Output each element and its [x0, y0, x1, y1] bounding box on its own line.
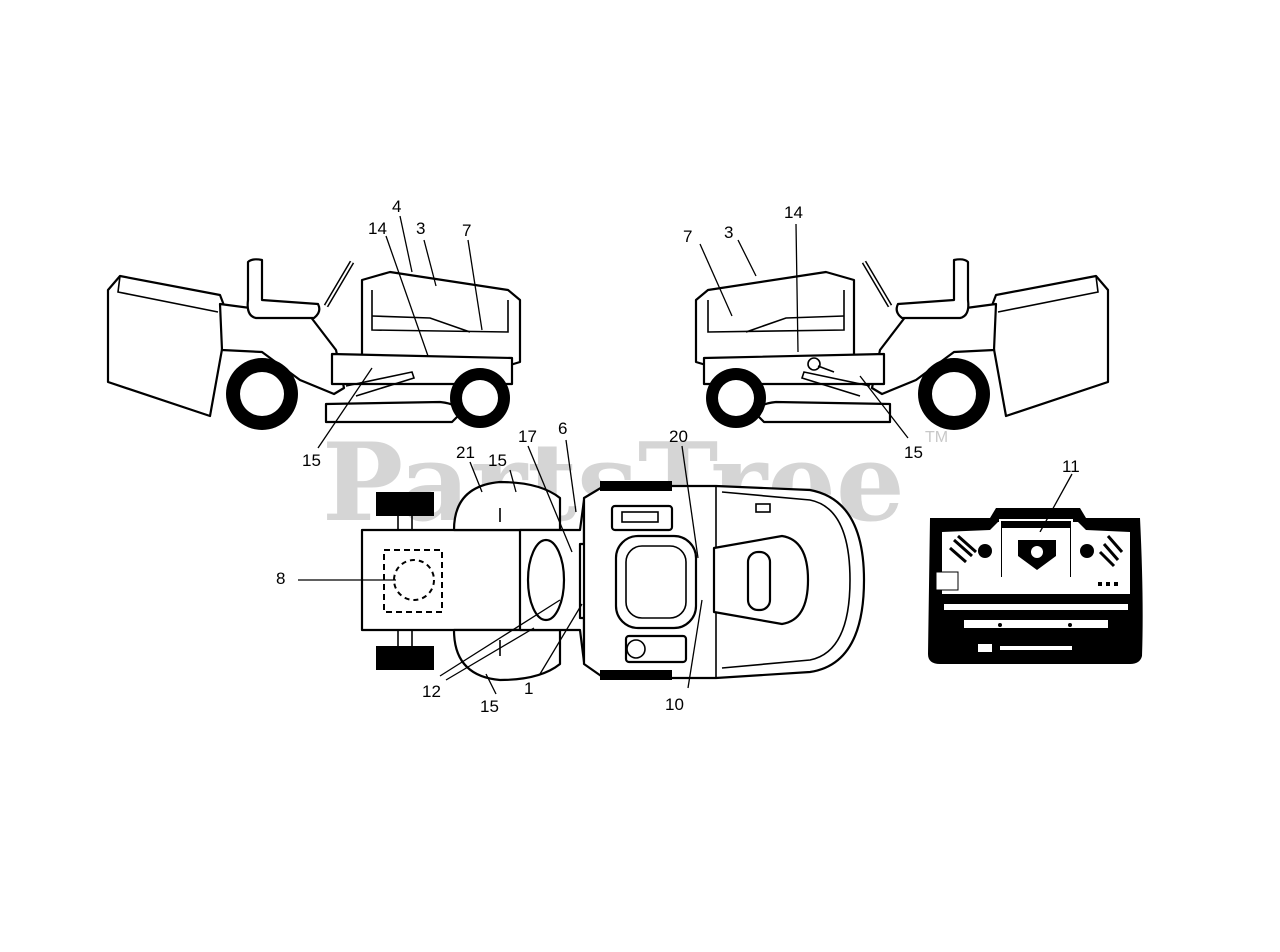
callout-20: 20 — [669, 427, 688, 446]
control-panel-decal: 11 — [928, 457, 1143, 664]
mower-deck — [324, 400, 462, 424]
callout-6: 6 — [558, 419, 567, 438]
right-side-view: 7 3 14 15 — [683, 203, 1110, 462]
rear-fender — [218, 302, 346, 396]
callout-17: 17 — [518, 427, 537, 446]
hood — [360, 270, 522, 370]
callout-15-bottom: 15 — [480, 697, 499, 716]
callout-1: 1 — [524, 679, 533, 698]
callout-14-right: 14 — [784, 203, 803, 222]
callout-11: 11 — [1062, 457, 1080, 476]
callout-8: 8 — [276, 569, 285, 588]
callout-3: 3 — [416, 219, 425, 238]
callout-14: 14 — [368, 219, 387, 238]
collector-bag-right — [986, 274, 1110, 418]
left-side-view: 4 14 3 7 15 — [106, 197, 522, 470]
callout-7-right: 7 — [683, 227, 692, 246]
callout-15-right: 15 — [904, 443, 923, 462]
hood-right — [694, 270, 856, 370]
watermark-trademark: TM — [925, 429, 948, 446]
collector-bag — [106, 274, 230, 418]
callout-15: 15 — [302, 451, 321, 470]
right-fender-top — [452, 628, 562, 682]
callout-10: 10 — [665, 695, 684, 714]
callout-21: 21 — [456, 443, 475, 462]
callout-4: 4 — [392, 197, 401, 216]
seat-right — [895, 258, 970, 320]
callout-7: 7 — [462, 221, 471, 240]
callout-3-right: 3 — [724, 223, 733, 242]
left-fender-top — [452, 480, 562, 532]
callout-15-top: 15 — [488, 451, 507, 470]
callout-12: 12 — [422, 682, 441, 701]
rear-fender-right — [870, 302, 998, 396]
mower-deck-right — [754, 400, 892, 424]
seat — [246, 258, 321, 320]
top-view: 21 15 17 6 20 8 12 1 10 15 — [276, 419, 866, 716]
